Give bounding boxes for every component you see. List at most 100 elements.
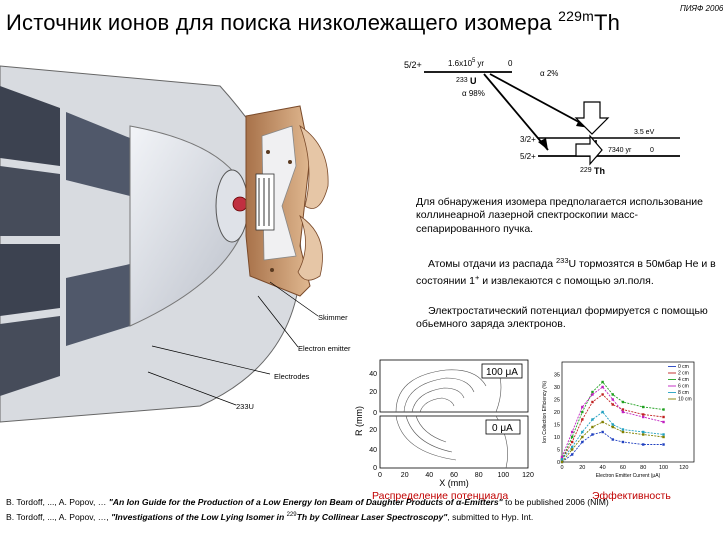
top-level-spin: 5/2+ [404,60,422,70]
title-text: Источник ионов для поиска низколежащего … [6,10,552,35]
ground-spin: 5/2+ [520,152,536,161]
svg-text:0: 0 [378,472,382,479]
series-4-point-1 [570,445,574,449]
svg-text:0: 0 [373,465,377,472]
slide-title: Источник ионов для поиска низколежащего … [6,8,620,36]
parent-element: U [470,76,477,86]
svg-text:40: 40 [425,472,433,479]
series-2-point-1 [570,435,574,439]
efficiency-ylabel: Ion Collection Efficiency (%) [542,381,548,443]
series-3-point-7 [642,415,645,419]
y-tick-label-5: 25 [554,398,560,404]
svg-text:20: 20 [369,427,377,434]
u233-source [232,196,248,212]
series-1-point-3 [591,400,594,404]
daughter-mass: 229 [580,167,592,174]
series-4-point-6 [621,428,625,431]
efficiency-xlabel: Electron Emitter Current (μA) [596,473,661,479]
y-tick-label-2: 10 [554,435,560,441]
svg-text:0: 0 [373,410,377,417]
series-0-point-1 [570,453,574,456]
series-5-point-3 [591,425,594,429]
svg-text:120: 120 [522,472,534,479]
x-tick-label-0: 0 [560,465,563,471]
legend-label-3: 6 cm [678,384,689,390]
laser-arrow [575,134,603,166]
series-4-point-5 [611,423,614,426]
series-2-point-3 [591,390,594,394]
caption-efficiency: Эффективность [592,490,671,502]
x-tick-label-3: 60 [620,465,626,471]
potential-ylabel: R (mm) [354,406,364,436]
series-5-point-6 [621,430,625,434]
series-1-point-6 [621,408,625,411]
label-233u: 233U [236,402,254,411]
series-5-point-1 [570,448,574,451]
isomer-energy: 3.5 eV [634,129,655,136]
series-2-point-6 [621,400,625,404]
series-0-point-6 [621,440,625,444]
series-1-point-5 [611,403,614,406]
series-2-point-8 [662,408,665,411]
series-3-point-4 [601,385,604,389]
series-4-point-8 [662,433,665,436]
branch-alpha-2: α 2% [540,69,558,78]
series-line-4 [561,411,664,460]
x-tick-label-1: 20 [579,465,585,471]
series-3-point-3 [591,393,594,396]
x-tick-label-4: 80 [640,465,646,471]
label-electron-emitter: Electron emitter [298,344,351,353]
reference-2: B. Tordoff, ..., A. Popov, …, "Investiga… [6,512,534,522]
potential-x-ticks: 0 20 40 60 80 100 120 [378,472,534,479]
skimmer-assembly [245,105,329,297]
series-5-point-2 [581,435,584,439]
svg-text:20: 20 [369,389,377,396]
parent-mass: 233 [456,77,468,84]
svg-text:100: 100 [497,472,509,479]
potential-contours-top [395,365,502,413]
note-paragraph-3: Электростатический потенциал формируется… [416,305,708,331]
series-4-point-4 [601,410,604,414]
series-4-point-7 [642,430,645,434]
series-0-point-5 [611,438,614,441]
ground-half-life: 7340 yr [608,147,632,154]
ground-energy: 0 [650,147,654,154]
series-5-point-4 [601,420,604,424]
daughter-element: Th [594,166,605,176]
isomer-spin: 3/2+ [520,135,536,144]
legend-label-1: 2 cm [678,371,689,377]
series-3-point-2 [581,405,584,409]
series-1-point-4 [601,393,604,396]
y-tick-label-3: 15 [554,423,560,429]
label-electrodes: Electrodes [274,372,310,381]
series-2-point-7 [642,405,645,409]
series-5-point-5 [611,425,614,429]
potential-plot: 100 μA 0 μA 40 20 0 20 40 0 R (mm) 0 20 … [354,356,536,488]
branch-alpha-98: α 98% [462,89,485,98]
series-3-point-5 [611,398,614,401]
series-5-point-0 [560,460,564,464]
label-0ua: 0 μA [492,423,513,434]
series-2-point-5 [611,393,614,396]
series-1-point-8 [662,415,665,419]
y-tick-label-0: 0 [557,460,560,466]
svg-text:20: 20 [401,472,409,479]
legend-label-2: 4 cm [678,377,689,383]
legend-label-0: 0 cm [678,364,689,370]
series-4-point-2 [581,430,584,434]
note-paragraph-1: Для обнаружения изомера предполагается и… [416,196,703,235]
label-100ua: 100 μA [486,367,518,378]
legend-label-4: 8 cm [678,390,689,396]
x-tick-label-5: 100 [659,465,668,471]
potential-y-ticks: 40 20 0 20 40 0 [369,371,377,472]
series-5-point-8 [662,435,665,439]
y-tick-label-7: 35 [554,373,560,379]
series-3-point-1 [570,430,574,434]
x-tick-label-6: 120 [679,465,688,471]
reference-1: B. Tordoff, ..., A. Popov, … "An Ion Gui… [6,497,609,507]
legend-label-5: 10 cm [678,397,692,403]
svg-text:40: 40 [369,371,377,378]
svg-text:80: 80 [475,472,483,479]
